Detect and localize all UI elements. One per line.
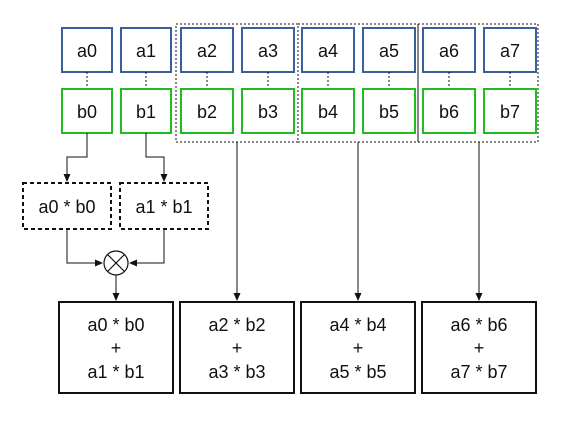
result-top-term: a2 * b2 xyxy=(208,315,265,335)
result-bottom-term: a7 * b7 xyxy=(450,362,507,382)
b-cell-label: b5 xyxy=(379,102,399,122)
result-box: a2 * b2 + a3 * b3 xyxy=(179,301,295,394)
result-box: a6 * b6 + a7 * b7 xyxy=(421,301,537,394)
arrow-product1-to-operator xyxy=(129,229,165,267)
a-cell-label: a3 xyxy=(258,41,278,61)
a-cell: a5 xyxy=(362,27,416,73)
b-cell: b2 xyxy=(180,88,234,134)
result-bottom-term: a3 * b3 xyxy=(208,362,265,382)
b-cell-box xyxy=(422,88,476,134)
product-label: a0 * b0 xyxy=(38,197,95,217)
pair-group-a6-a7 xyxy=(417,23,539,143)
product-arrows xyxy=(63,133,168,182)
result-box: a0 * b0 + a1 * b1 xyxy=(58,301,174,394)
result-plus-sign: + xyxy=(474,338,485,358)
a-cell-label: a1 xyxy=(136,41,156,61)
result-plus-sign: + xyxy=(232,338,243,358)
a-cell: a0 xyxy=(61,27,113,73)
a-cell-box xyxy=(362,27,416,73)
a-cell: a1 xyxy=(120,27,172,73)
a-cell: a7 xyxy=(483,27,537,73)
result-plus-sign: + xyxy=(353,338,364,358)
b-cell: b3 xyxy=(241,88,295,134)
b-cell-label: b2 xyxy=(197,102,217,122)
b-cell-box xyxy=(483,88,537,134)
operator-arrows xyxy=(66,229,165,267)
b-cell: b1 xyxy=(120,88,172,134)
b-cell: b4 xyxy=(301,88,355,134)
b-cell-label: b1 xyxy=(136,102,156,122)
a-cell-label: a0 xyxy=(77,41,97,61)
result-box-frame xyxy=(421,301,537,394)
b-cell-label: b0 xyxy=(77,102,97,122)
a-vector-row: a0 a1 a2 a3 a4 a5 a6 a7 xyxy=(61,27,537,73)
b-cell-label: b6 xyxy=(439,102,459,122)
b-vector-row: b0 b1 b2 b3 b4 b5 b6 b7 xyxy=(61,88,537,134)
product-label: a1 * b1 xyxy=(135,197,192,217)
b-cell-box xyxy=(301,88,355,134)
result-box-frame xyxy=(179,301,295,394)
b-cell-label: b4 xyxy=(318,102,338,122)
b-cell-box xyxy=(180,88,234,134)
operator-cross-b xyxy=(107,254,125,272)
pair-connectors xyxy=(86,72,511,89)
b-cell: b6 xyxy=(422,88,476,134)
a-cell-label: a4 xyxy=(318,41,338,61)
arrow-b0-to-product xyxy=(63,133,88,182)
result-box: a4 * b4 + a5 * b5 xyxy=(300,301,416,394)
b-cell-label: b7 xyxy=(500,102,520,122)
product-box: a1 * b1 xyxy=(119,182,209,230)
b-cell-box xyxy=(120,88,172,134)
result-box-frame xyxy=(58,301,174,394)
result-top-term: a4 * b4 xyxy=(329,315,386,335)
arrow-product0-to-operator xyxy=(66,229,103,267)
result-bottom-term: a5 * b5 xyxy=(329,362,386,382)
result-top-term: a6 * b6 xyxy=(450,315,507,335)
a-cell-label: a7 xyxy=(500,41,520,61)
a-cell-label: a2 xyxy=(197,41,217,61)
arrow-b1-to-product xyxy=(145,133,168,182)
circle-times-icon xyxy=(103,250,129,276)
b-cell: b7 xyxy=(483,88,537,134)
b-cell-label: b3 xyxy=(258,102,278,122)
a-cell: a2 xyxy=(180,27,234,73)
result-bottom-term: a1 * b1 xyxy=(87,362,144,382)
a-cell-box xyxy=(180,27,234,73)
result-row: a0 * b0 + a1 * b1 a2 * b2 + a3 * b3 a4 *… xyxy=(58,301,537,394)
a-cell-box xyxy=(61,27,113,73)
a-cell: a3 xyxy=(241,27,295,73)
b-cell-box xyxy=(241,88,295,134)
a-cell-label: a6 xyxy=(439,41,459,61)
b-cell: b0 xyxy=(61,88,113,134)
a-cell: a6 xyxy=(422,27,476,73)
result-top-term: a0 * b0 xyxy=(87,315,144,335)
product-row: a0 * b0 a1 * b1 xyxy=(22,182,209,230)
a-cell-box xyxy=(120,27,172,73)
result-plus-sign: + xyxy=(111,338,122,358)
b-cell: b5 xyxy=(362,88,416,134)
b-cell-box xyxy=(362,88,416,134)
product-box: a0 * b0 xyxy=(22,182,112,230)
result-arrows xyxy=(112,142,483,301)
result-box-frame xyxy=(300,301,416,394)
a-cell-label: a5 xyxy=(379,41,399,61)
a-cell: a4 xyxy=(301,27,355,73)
a-cell-box xyxy=(241,27,295,73)
